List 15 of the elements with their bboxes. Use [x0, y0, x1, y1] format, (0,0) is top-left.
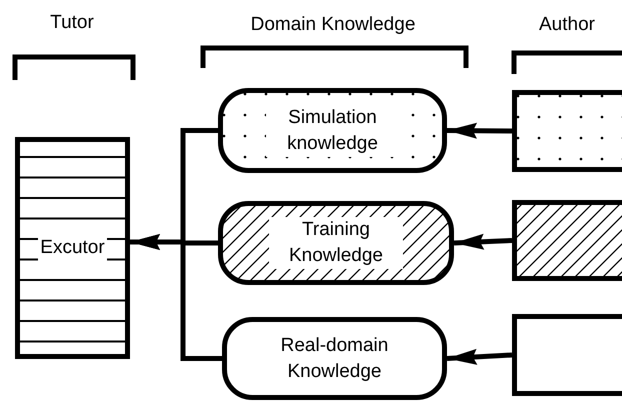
executor-module: [15, 137, 130, 359]
author-block: [512, 90, 622, 172]
knowledge-module: [222, 317, 447, 400]
author-block: [512, 200, 622, 281]
column-heading: Tutor: [50, 12, 94, 34]
column-heading: Domain Knowledge: [250, 14, 416, 36]
author-block: [512, 314, 622, 396]
knowledge-module: [218, 201, 454, 285]
arrow: [446, 122, 512, 139]
arrow: [446, 348, 512, 365]
node-label: Excutor: [38, 235, 107, 261]
arrow: [454, 234, 512, 250]
knowledge-module: [218, 88, 447, 173]
node-label: Training Knowledge: [269, 217, 403, 269]
column-heading: Author: [539, 14, 595, 36]
